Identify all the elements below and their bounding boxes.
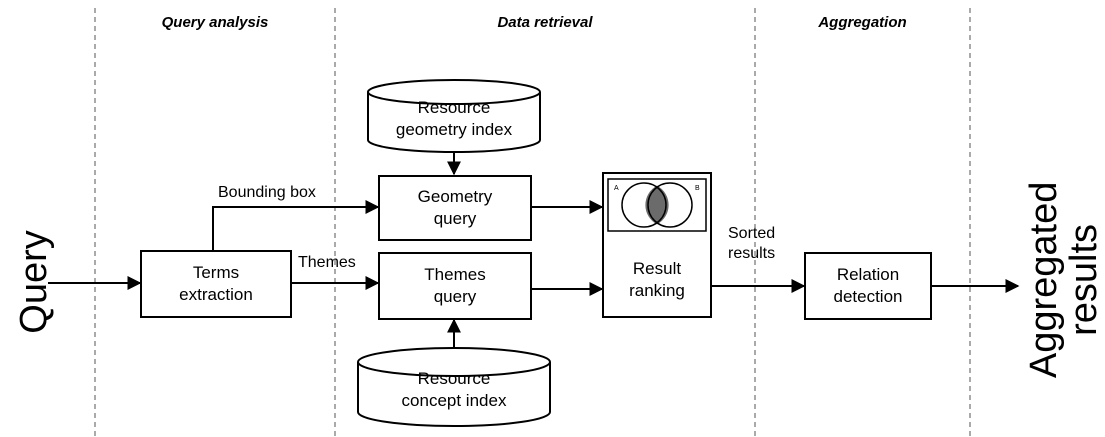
edge-label-sorted-results: Sorted results <box>728 225 776 262</box>
phase-title-data-retrieval: Data retrieval <box>497 14 593 31</box>
arrow-terms-to-geometry <box>212 200 380 250</box>
concept-index-label: Resource concept index <box>401 369 507 411</box>
edge-label-bounding-box: Bounding box <box>218 184 316 201</box>
result-ranking-label: Result ranking <box>629 259 685 301</box>
venn-letter-a: A <box>614 185 619 192</box>
geometry-index-cylinder <box>367 79 541 153</box>
venn-diagram-icon: A B <box>607 178 707 232</box>
input-query-label: Query <box>13 230 56 334</box>
geometry-index-label: Resource geometry index <box>395 98 513 140</box>
result-ranking-box: A B Result ranking <box>602 172 712 318</box>
phase-title-aggregation: Aggregation <box>818 14 907 31</box>
geometry-query-box: Geometry query <box>378 175 532 241</box>
venn-circle-b <box>647 182 693 228</box>
venn-circle-a <box>621 182 667 228</box>
venn-letter-b: B <box>695 185 700 192</box>
venn-overlap-region <box>645 185 669 225</box>
relation-detection-box: Relation detection <box>804 252 932 320</box>
edge-label-themes: Themes <box>298 254 356 271</box>
terms-extraction-box: Terms extraction <box>140 250 292 318</box>
output-aggregated-results-label: Aggregated results <box>1023 181 1105 379</box>
phase-title-query-analysis: Query analysis <box>161 14 269 31</box>
concept-index-cylinder <box>357 347 551 427</box>
themes-query-box: Themes query <box>378 252 532 320</box>
